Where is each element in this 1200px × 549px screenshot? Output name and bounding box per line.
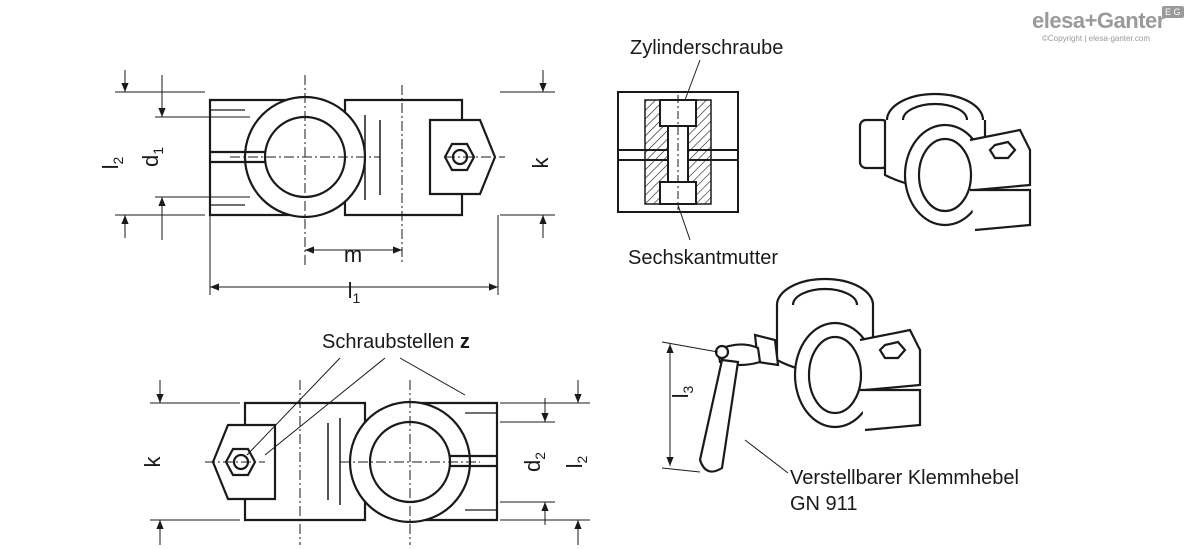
- section-view: [617, 91, 739, 213]
- iso-clamp-top: [858, 92, 1032, 232]
- dim-d1-label: d1: [138, 147, 166, 167]
- dim-l1-label: l1: [348, 278, 361, 306]
- brand-badge: E G: [1162, 6, 1184, 18]
- brand-wordmark: elesa+Ganter: [1032, 8, 1165, 33]
- dim-d2-label: d2: [520, 452, 548, 472]
- brand-logo: elesa+Ganter E G ©Copyright | elesa-gant…: [1032, 6, 1192, 46]
- dim-m-label: m: [344, 242, 362, 267]
- lever-label-line1: Verstellbarer Klemmhebel: [790, 467, 1019, 489]
- dim-k-label-v4: k: [140, 456, 165, 468]
- copyright-text: ©Copyright | elesa-ganter.com: [1042, 34, 1151, 43]
- screw-points-label: Schraubstellen z: [322, 331, 470, 353]
- dim-l2-label-v1: l2: [98, 156, 126, 169]
- dim-k-label-v1: k: [528, 157, 553, 169]
- nut-label: Sechskantmutter: [628, 247, 778, 269]
- iso-clamp-lever: [698, 277, 922, 473]
- screw-label: Zylinderschraube: [630, 37, 783, 59]
- dim-l2-label-v4: l2: [562, 455, 590, 468]
- dim-l3-label: l3: [668, 385, 696, 398]
- lever-label-line2: GN 911: [790, 493, 857, 515]
